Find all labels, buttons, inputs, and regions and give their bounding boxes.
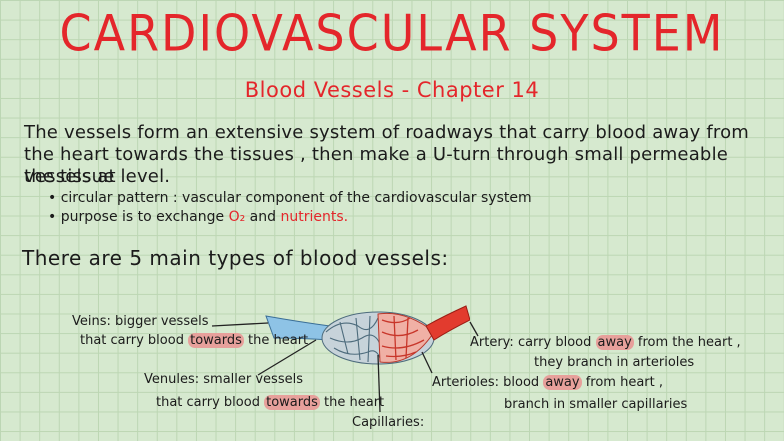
types-heading: There are 5 main types of blood vessels: bbox=[22, 246, 449, 270]
veins-label-line-2: that carry blood towards the heart bbox=[80, 333, 308, 349]
artery-highlight: away bbox=[595, 335, 634, 350]
nutrients-term: nutrients. bbox=[280, 209, 349, 225]
capillaries-label: Capillaries: bbox=[352, 415, 425, 430]
venules-label-line-2: that carry blood towards the heart bbox=[156, 395, 384, 411]
artery-label-line-1: Artery: carry blood away from the heart … bbox=[470, 335, 741, 351]
arterioles-highlight: away bbox=[543, 375, 582, 390]
artery-desc-suffix: from the heart , bbox=[637, 335, 741, 350]
intro-line-2: the heart towards the tissues , then mak… bbox=[24, 144, 729, 187]
arterioles-label-line-1: Arterioles: blood away from heart , bbox=[432, 375, 663, 391]
blood-vessel-diagram bbox=[265, 305, 470, 365]
artery-label-line-2: they branch in arterioles bbox=[534, 355, 695, 370]
bullet-text: circular pattern : vascular component of… bbox=[60, 190, 532, 206]
bullet-text: purpose is to exchange bbox=[60, 209, 225, 225]
capillaries-leader-line bbox=[377, 354, 381, 413]
intro-line-3: the tissue level. bbox=[24, 166, 171, 187]
veins-highlight: towards bbox=[188, 333, 244, 348]
arterioles-leader-line bbox=[421, 351, 433, 374]
arterioles-desc-suffix: from heart , bbox=[585, 375, 664, 390]
veins-desc-prefix: that carry blood bbox=[80, 333, 184, 348]
artery-desc-prefix: Artery: carry blood bbox=[470, 335, 592, 350]
venules-leader-line bbox=[257, 339, 317, 376]
arterioles-desc-prefix: Arterioles: blood bbox=[432, 375, 540, 390]
oxygen-term: O₂ bbox=[228, 209, 246, 225]
arteriole-mesh bbox=[381, 315, 425, 361]
arterioles-label-line-2: branch in smaller capillaries bbox=[504, 397, 688, 412]
venules-label-line-1: Venules: smaller vessels bbox=[144, 372, 303, 387]
bullet-dot: • bbox=[48, 190, 57, 206]
venules-desc-prefix: that carry blood bbox=[156, 395, 260, 410]
page-title: CARDIOVASCULAR SYSTEM bbox=[59, 3, 725, 63]
intro-line-1: The vessels form an extensive system of … bbox=[24, 122, 750, 143]
bullet-circular-pattern: • circular pattern : vascular component … bbox=[48, 189, 532, 207]
veins-label-line-1: Veins: bigger vessels bbox=[72, 314, 209, 329]
page-subtitle: Blood Vessels - Chapter 14 bbox=[244, 78, 540, 102]
bullet-purpose: • purpose is to exchange O₂ and nutrient… bbox=[48, 208, 348, 226]
artery-shape bbox=[425, 305, 470, 341]
venules-highlight: towards bbox=[264, 395, 320, 410]
bullet-and: and bbox=[249, 209, 277, 225]
veins-desc-suffix: the heart bbox=[248, 333, 309, 348]
artery-leader-line bbox=[469, 321, 479, 337]
veins-leader-line bbox=[211, 322, 269, 327]
venules-desc-suffix: the heart bbox=[324, 395, 385, 410]
venule-mesh bbox=[325, 315, 381, 363]
bullet-dot: • bbox=[48, 209, 57, 225]
